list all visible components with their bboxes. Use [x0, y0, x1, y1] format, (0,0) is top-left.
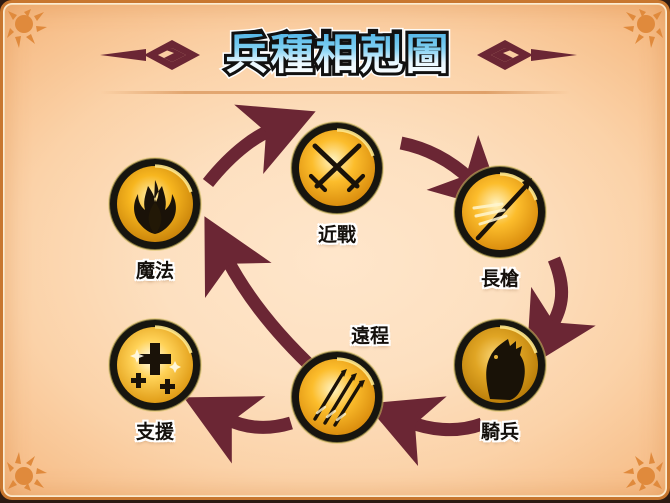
node-label-spear: 長槍 [480, 268, 520, 290]
page-title-fill: 兵種相剋圖 [225, 29, 451, 80]
node-label-ranged: 遠程 [351, 325, 390, 347]
node-label-magic: 魔法 [135, 260, 175, 282]
edge-cavalry-to-ranged [365, 396, 485, 466]
page-title-outer-stroke: 兵種相剋圖 [221, 29, 453, 81]
node-spear[interactable]: 長槍 [452, 164, 548, 290]
node-magic[interactable]: 魔法 [107, 156, 203, 282]
horse-head-icon [452, 317, 548, 413]
spear-icon [452, 164, 548, 260]
node-label-support: 支援 [135, 421, 175, 443]
title-divider [100, 91, 570, 94]
node-label-cavalry: 騎兵 [480, 421, 520, 443]
plus-sparkle-icon [107, 317, 203, 413]
edge-magic-to-melee [202, 104, 316, 188]
node-melee[interactable]: 近戰 [289, 120, 385, 246]
spiral-diamond-ornament-right-icon [469, 38, 577, 72]
counter-arrows-layer [183, 104, 596, 466]
edge-melee-to-spear [399, 135, 506, 213]
crossed-swords-icon [289, 120, 385, 216]
node-label-melee: 近戰 [317, 224, 357, 246]
node-ranged[interactable]: 遠程 [289, 325, 389, 445]
edge-ranged-to-support [183, 396, 293, 464]
flame-icon [107, 156, 203, 252]
arrows-icon [289, 349, 385, 445]
node-cavalry[interactable]: 騎兵 [452, 317, 548, 443]
edge-ranged-to-magic [204, 216, 322, 377]
page-title-inner-stroke: 兵種相剋圖 [223, 30, 452, 79]
spiral-diamond-ornament-left-icon [99, 38, 208, 72]
page-title: 兵種相剋圖 兵種相剋圖 兵種相剋圖 [221, 29, 453, 81]
page-title-row: 兵種相剋圖 兵種相剋圖 兵種相剋圖 [3, 25, 670, 85]
edge-spear-to-cavalry [526, 256, 596, 369]
node-support[interactable]: 支援 [107, 317, 203, 443]
